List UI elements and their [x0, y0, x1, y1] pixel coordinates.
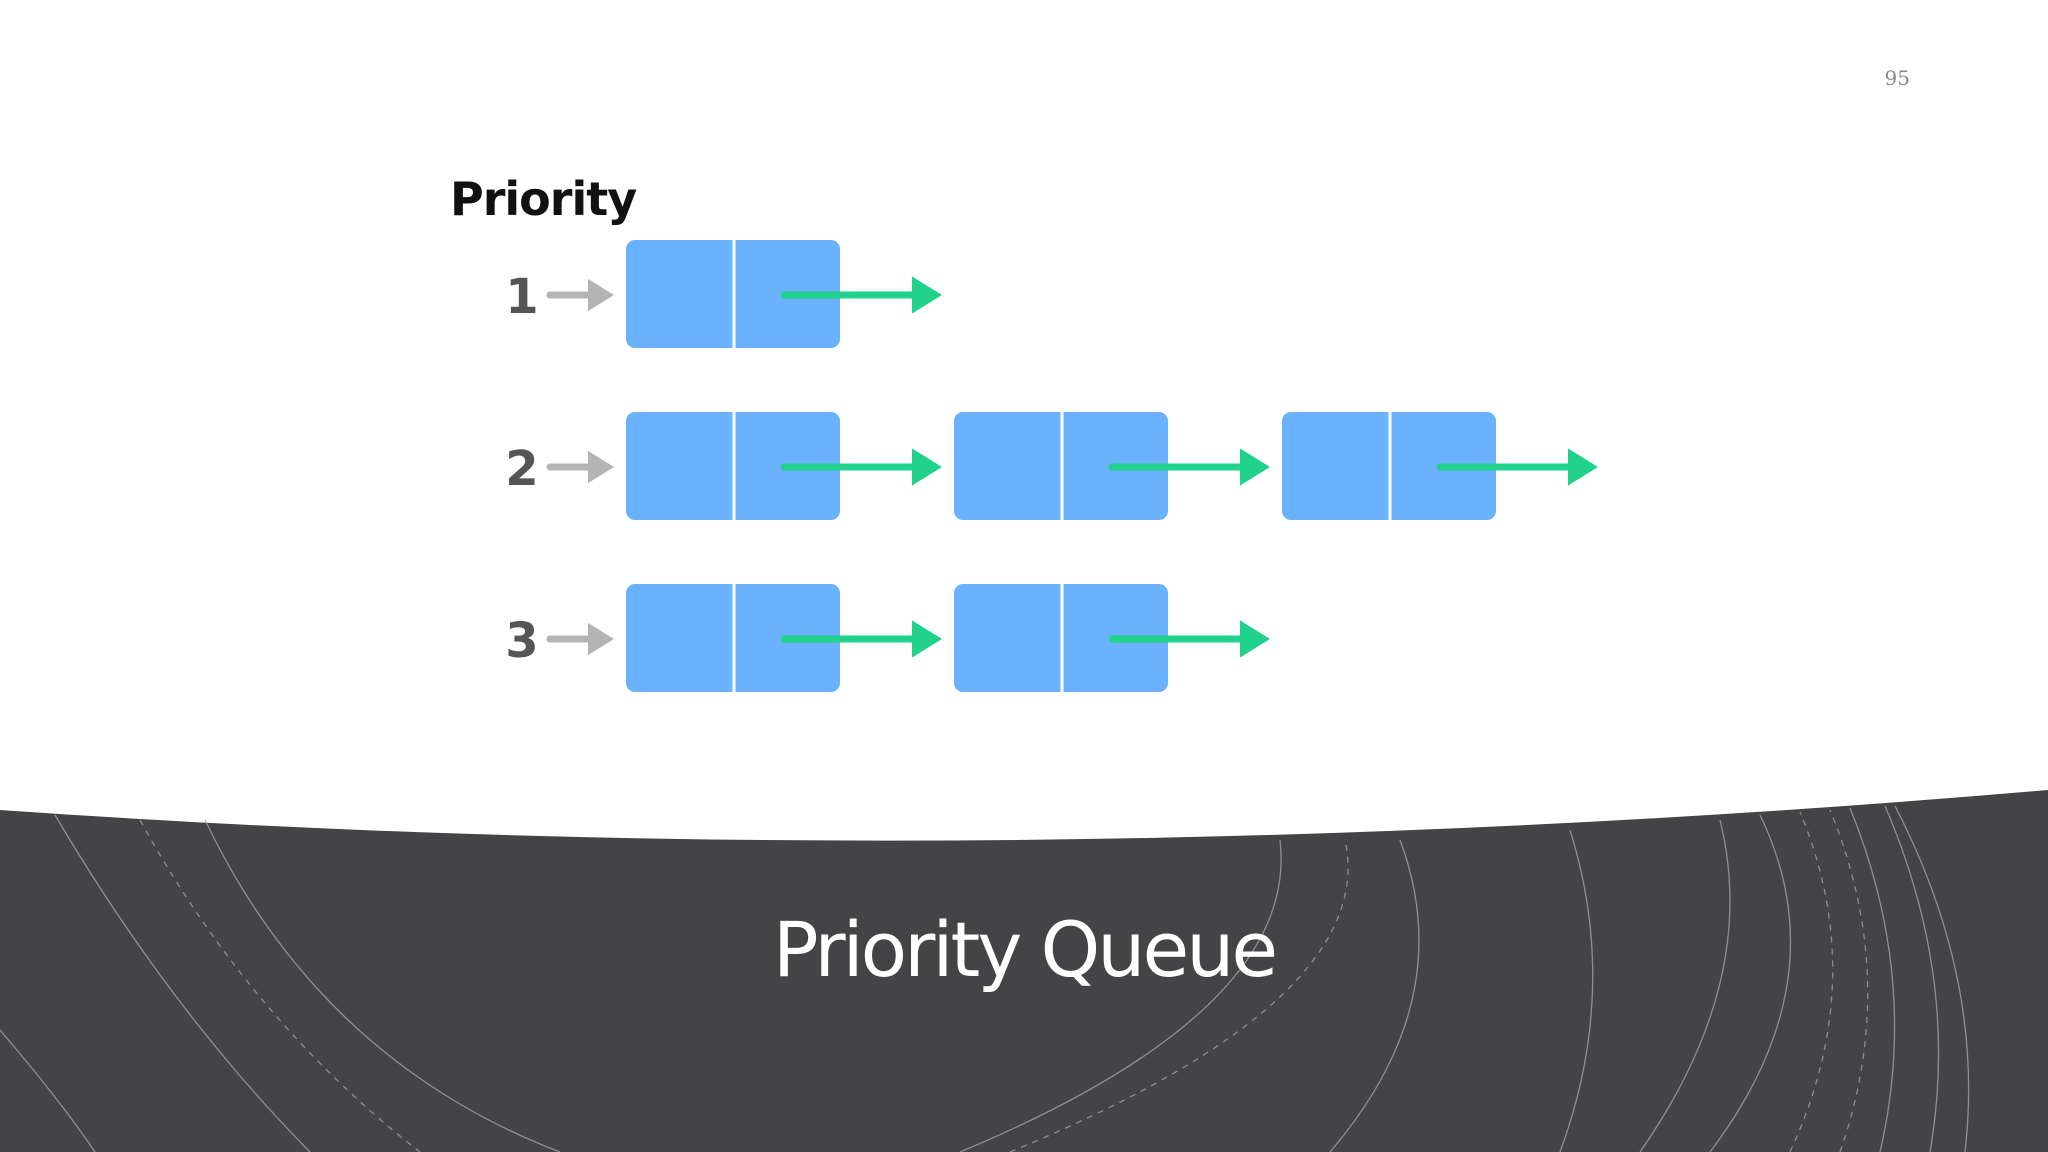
priority-level-label: 3: [505, 613, 538, 669]
next-pointer-arrow: [780, 276, 942, 314]
page-number: 95: [1884, 66, 1910, 90]
diagram-heading: Priority: [450, 172, 637, 226]
next-pointer-arrow: [1108, 620, 1270, 658]
next-pointer-arrow: [1436, 448, 1598, 486]
priority-queue-diagram: 1 2 3: [505, 240, 1598, 692]
slide-title: Priority Queue: [772, 905, 1278, 994]
priority-pointer-arrow: [546, 278, 614, 312]
priority-pointer-arrow: [546, 450, 614, 484]
footer-band-shape: [0, 790, 2048, 1152]
footer-decoration: [0, 805, 1970, 1152]
next-pointer-arrow: [780, 448, 942, 486]
next-pointer-arrow: [1108, 448, 1270, 486]
priority-level-label: 2: [505, 441, 538, 497]
priority-level-label: 1: [505, 269, 538, 325]
priority-pointer-arrow: [546, 622, 614, 656]
next-pointer-arrow: [780, 620, 942, 658]
